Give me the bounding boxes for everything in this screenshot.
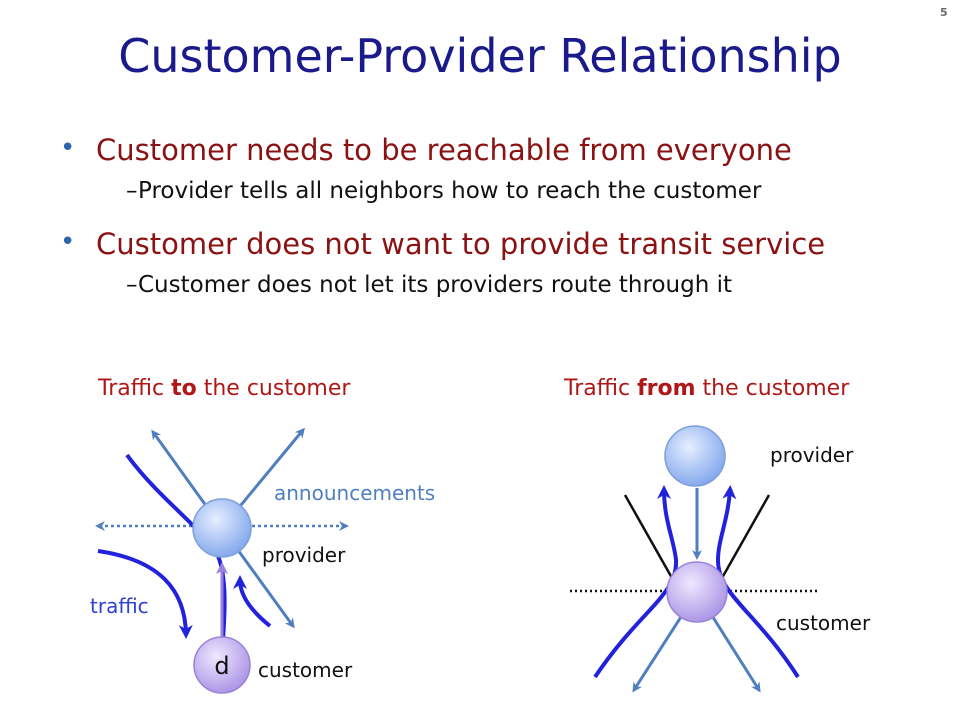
traffic-label: traffic (90, 594, 149, 618)
customer-node (193, 636, 251, 694)
sub-bullet-no-route-through: – Customer does not let its providers ro… (60, 272, 940, 300)
left-caption: Traffic to the customer (98, 376, 350, 401)
dash-icon: – (126, 272, 138, 299)
customer-label: customer (258, 658, 353, 682)
traffic-arrow-to-provider-left (593, 485, 679, 679)
traffic-arrow-left (97, 549, 193, 639)
customer-node (666, 561, 728, 623)
caption-emph: to (171, 376, 197, 401)
right-caption: Traffic from the customer (564, 376, 849, 401)
announcements-label: announcements (274, 481, 435, 505)
neighbor-link-left (623, 494, 674, 579)
bullet-list: • Customer needs to be reachable from ev… (60, 133, 940, 322)
traffic-curve-through-provider (125, 453, 227, 659)
slide-number: 5 (940, 6, 948, 19)
provider-node (664, 425, 726, 487)
caption-pre: Traffic (564, 376, 638, 401)
dash-icon: – (126, 177, 138, 204)
bullet-reachable: • Customer needs to be reachable from ev… (60, 133, 940, 168)
caption-pre: Traffic (98, 376, 172, 401)
provider-label: provider (770, 443, 854, 467)
caption-emph: from (637, 376, 696, 401)
bullet-text: Customer needs to be reachable from ever… (96, 133, 792, 167)
sub-bullet-text: Customer does not let its providers rout… (138, 272, 732, 299)
node-letter: d (214, 652, 229, 680)
bullet-text: Customer does not want to provide transi… (96, 227, 826, 262)
caption-post: the customer (196, 376, 351, 401)
caption-post: the customer (695, 376, 850, 401)
right-diagram: provider customer (570, 425, 871, 693)
customer-label: customer (776, 611, 871, 635)
bullet-dot-icon: • (60, 227, 76, 258)
sub-bullet-text: Provider tells all neighbors how to reac… (138, 177, 762, 204)
left-diagram: d announcements provider traffic custome… (90, 427, 435, 694)
traffic-arrow-to-provider-right (715, 485, 800, 679)
bullet-no-transit: • Customer does not want to provide tran… (60, 227, 940, 262)
slide-title: Customer-Provider Relationship (118, 29, 842, 83)
bullet-dot-icon: • (60, 133, 76, 163)
neighbor-link-right (720, 494, 771, 579)
provider-label: provider (262, 543, 346, 567)
sub-bullet-provider-tells: – Provider tells all neighbors how to re… (60, 178, 940, 206)
traffic-arrow-right (233, 575, 272, 628)
provider-node (192, 498, 252, 558)
